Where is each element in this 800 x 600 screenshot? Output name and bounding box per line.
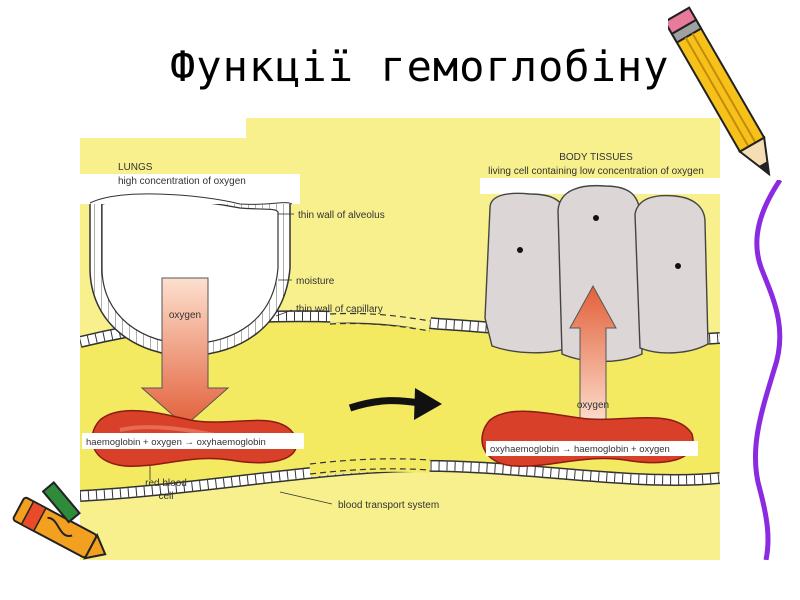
flow-arrow (348, 397, 421, 412)
wall-break-lower (309, 457, 431, 477)
tissue-cell-3 (634, 194, 709, 354)
nucleus-2 (593, 215, 599, 221)
pencil-icon (668, 6, 771, 177)
nucleus-3 (675, 263, 681, 269)
label-thin-wall-capillary: thin wall of capillary (296, 304, 383, 315)
oxygen-arrow-down (140, 277, 230, 427)
crayon-line-icon (752, 180, 783, 560)
nucleus-1 (517, 247, 523, 253)
page-edge-left (80, 118, 246, 138)
label-red-blood-cell-1: red blood (145, 478, 187, 489)
label-red-blood-cell-2: cell (158, 491, 173, 502)
lungs-subtitle: high concentration of oxygen (118, 176, 246, 187)
equation-right: oxyhaemoglobin → haemoglobin + oxygen (490, 444, 670, 455)
slide-title: Функції гемоглобіну (170, 42, 670, 91)
label-thin-wall-alveolus: thin wall of alveolus (298, 210, 385, 221)
hemoglobin-diagram: oxygen haemoglobin + oxygen → oxyhaemogl… (80, 118, 720, 560)
label-moisture: moisture (296, 276, 335, 287)
tissue-cell-1 (484, 192, 571, 354)
red-blood-cell-right (481, 410, 694, 467)
crayon-icon (12, 481, 107, 560)
tissues-subtitle: living cell containing low concentration… (488, 166, 704, 177)
wall-break-upper (329, 308, 432, 330)
leader-transport (279, 491, 333, 505)
tissues-title: BODY TISSUES (559, 152, 633, 163)
oxygen-label-up: oxygen (577, 400, 609, 411)
leader-capillary (275, 309, 293, 317)
oxygen-arrow-up (569, 284, 617, 427)
lungs-title: LUNGS (118, 162, 153, 173)
equation-left: haemoglobin + oxygen → oxyhaemoglobin (86, 437, 266, 448)
label-blood-transport: blood transport system (338, 500, 439, 511)
oxygen-label-down: oxygen (169, 310, 201, 321)
